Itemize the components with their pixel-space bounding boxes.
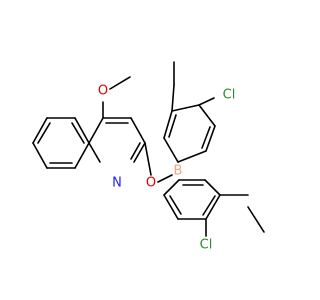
lower-methyl-bond [247,206,265,233]
lower-chlorine-label: Cl [200,238,213,253]
quinoline-benzo-ring [32,117,90,169]
ester-oxygen-label: O [146,176,156,191]
upper-aryl-ring [163,61,216,163]
ring-nitrogen-label: N [112,176,122,191]
boron-label: B [174,164,183,179]
methoxy-oxygen-label: O [98,84,108,99]
ester-linkage [144,142,173,183]
methoxy-group [102,76,131,119]
lower-aryl-ring [163,179,249,220]
upper-chlorine-label: Cl [223,88,236,103]
quinoline-pyridine-ring [88,117,146,163]
molecule-structure: O N O B Cl Cl [32,61,265,253]
upper-cl-bond [198,97,215,106]
